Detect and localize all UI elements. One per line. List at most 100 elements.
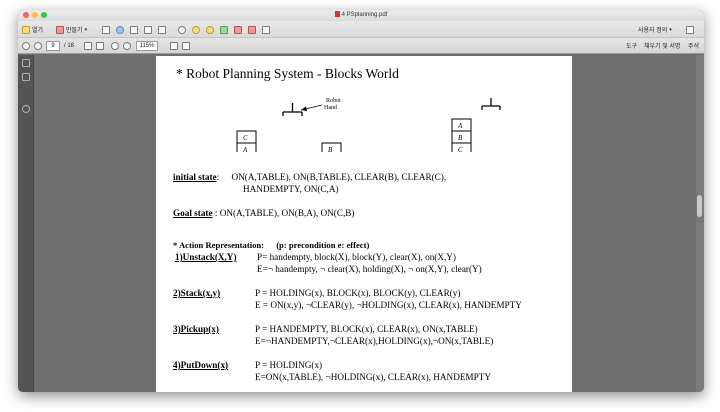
zoom-select[interactable]: 115% [136,41,158,51]
tools-button[interactable]: 도구 [626,44,638,50]
block-b: B [321,142,342,152]
highlight-icon [220,25,228,34]
document-canvas[interactable]: * Robot Planning System - Blocks World R… [34,55,696,392]
hand-tool-button[interactable] [96,40,104,51]
full-screen-icon [182,41,190,50]
hand-label: Hand [324,105,337,111]
block-a: A [451,118,472,132]
save-button[interactable] [102,24,110,35]
chevron-down-icon: ▾ [84,26,88,33]
bookmarks-icon[interactable] [22,73,30,81]
folder-open-icon [22,25,30,34]
arrow-up-icon [22,41,30,50]
title-bar: 4 PSplanning.pdf [18,10,704,21]
action-precondition: P = HOLDING(x), BLOCK(x), BLOCK(y), CLEA… [255,288,461,298]
svg-text:B: B [328,146,333,152]
pdf-file-icon [334,11,340,17]
robot-hand-icon [282,103,303,116]
sign-icon [234,25,242,34]
mail-icon [158,25,166,34]
main-toolbar: 열기 만들기 ▾ 사용자 정의 ▾ [18,21,704,38]
zoom-out-button[interactable] [111,40,119,51]
scrollbar-thumb[interactable] [697,195,702,217]
select-tool-button[interactable] [84,40,92,51]
mail-button[interactable] [158,24,166,35]
action-effect: E = ON(x,y), ¬CLEAR(y), ¬HOLDING(x), CLE… [255,300,522,310]
customize-button[interactable]: 사용자 정의 ▾ [638,24,672,35]
page-thumbnails-icon[interactable] [22,59,30,67]
initial-state-line2: HANDEMPTY, ON(C,A) [243,184,339,194]
pdf-page: * Robot Planning System - Blocks World R… [156,56,572,392]
full-screen-button[interactable] [182,40,190,51]
block-b: B [451,130,472,144]
save-icon [102,25,110,34]
comment-panel-button[interactable]: 주석 [688,44,700,50]
comment-icon [206,25,214,34]
settings-icon [178,25,186,34]
action-representation-label: * Action Representation: [173,240,265,250]
hand-icon [96,41,104,50]
expand-button[interactable] [686,24,694,35]
fill-sign-button[interactable]: 채우기 및 서명 [644,44,681,50]
stamp-button[interactable] [262,24,270,35]
open-label: 열기 [32,28,44,34]
close-window-button[interactable] [23,12,29,18]
sign-button[interactable] [234,24,242,35]
action-name: 2)Stack(x,y) [173,288,221,298]
comment-list-button[interactable] [206,24,214,35]
action-effect: E=¬HANDEMPTY,¬CLEAR(x),HOLDING(x),¬ON(x,… [255,336,494,346]
robot-label: Robot [326,98,341,104]
open-button[interactable]: 열기 [22,24,43,35]
cloud-button[interactable] [116,24,124,35]
page-title: * Robot Planning System - Blocks World [176,66,399,81]
block-c: C [236,130,257,144]
customize-label: 사용자 정의 [638,28,668,34]
blocks-world-diagram: Robot Hand C A B A B C [236,98,501,152]
print-button[interactable] [130,24,138,35]
minimize-window-button[interactable] [32,12,38,18]
page-total: / 18 [64,42,75,49]
settings-button[interactable] [178,24,186,35]
comment-button[interactable] [192,24,200,35]
arrow-icon [300,104,323,111]
next-page-button[interactable] [34,40,42,51]
fit-page-button[interactable] [170,40,178,51]
stamp-icon [262,25,270,34]
vertical-scrollbar[interactable] [696,55,704,392]
edit-icon [144,25,152,34]
action-name: 1)Unstack(X,Y) [175,252,237,262]
highlight-button[interactable] [220,24,228,35]
svg-text:A: A [457,122,463,130]
create-icon [56,25,64,34]
svg-text:C: C [243,134,248,142]
print-icon [130,25,138,34]
zoom-in-button[interactable] [123,40,131,51]
action-effect: E=ON(x,TABLE), ¬HOLDING(x), CLEAR(x), HA… [255,372,491,382]
svg-text:A: A [242,146,248,152]
create-label: 만들기 [66,28,83,34]
zoom-window-button[interactable] [41,12,47,18]
window-title-text: 4 PSplanning.pdf [341,12,388,18]
edit-button[interactable] [144,24,152,35]
left-sidebar [18,55,34,392]
action-representation-legend: (p: precondition e: effect) [276,240,370,250]
initial-state-label: initial state [173,172,217,182]
window-title: 4 PSplanning.pdf [18,11,704,18]
share-button[interactable] [248,24,256,35]
action-effect: E=¬ handempty, ¬ clear(X), holding(X), ¬… [257,264,482,274]
goal-state-label: Goal state [173,208,213,218]
action-representation-heading: * Action Representation: (p: preconditio… [173,240,369,251]
cloud-icon [116,25,124,34]
goal-state-text: : ON(A,TABLE), ON(B,A), ON(C,B) [212,208,355,218]
svg-text:B: B [458,134,463,142]
arrow-down-icon [34,41,42,50]
comment-icon [192,25,200,34]
robot-hand-icon [481,98,501,110]
create-button[interactable]: 만들기 ▾ [56,24,87,35]
attachments-icon[interactable] [22,105,30,113]
initial-state-line1: initial state: ON(A,TABLE), ON(B,TABLE),… [173,172,446,183]
prev-page-button[interactable] [22,40,30,51]
page-number-input[interactable]: 9 [46,41,60,51]
action-name: 3)Pickup(x) [173,324,219,334]
initial-state-colon: : [216,172,220,182]
